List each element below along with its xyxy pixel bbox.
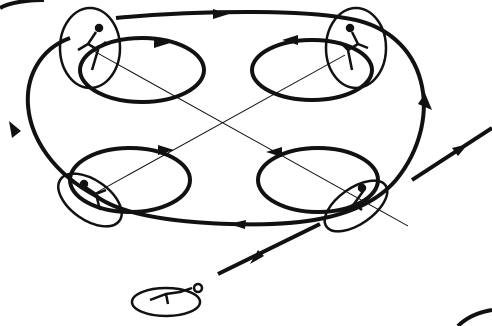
exit-path [412, 128, 492, 180]
entry-path [218, 224, 320, 274]
skater-figure-top-left [60, 8, 120, 88]
skater-figure-entry [132, 284, 202, 316]
corner-curve-bottom-right [458, 310, 492, 326]
inner-loop-bottom-left [70, 148, 190, 212]
skater-figure-bottom-left [49, 163, 131, 237]
inner-loop-top-right [252, 40, 372, 100]
outer-arrow-left [9, 121, 21, 138]
diagonal-line-a [92, 50, 408, 226]
outer-arrow-bottom [229, 220, 246, 229]
diagonal-line-b [92, 55, 345, 195]
inner-loop-bottom-right [258, 148, 378, 212]
corner-curve-top-left [0, 0, 44, 8]
